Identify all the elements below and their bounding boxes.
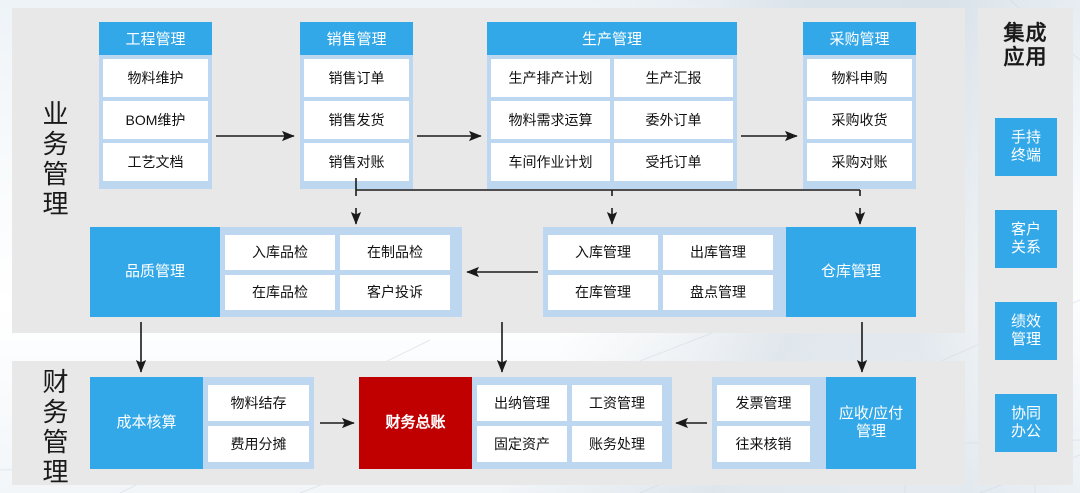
module-accounting[interactable]: 出纳管理 工资管理 固定资产 账务处理 [472, 377, 672, 469]
chip-bom-maintenance[interactable]: BOM维护 [103, 101, 208, 139]
chip-sales-reconciliation[interactable]: 销售对账 [304, 143, 409, 181]
module-engineering[interactable]: 工程管理 物料维护 BOM维护 工艺文档 [99, 22, 212, 189]
chip-process-document[interactable]: 工艺文档 [103, 143, 208, 181]
module-warehouse[interactable]: 入库管理 出库管理 在库管理 盘点管理 仓库管理 [543, 227, 916, 317]
chip-stock-inspection[interactable]: 在库品检 [225, 274, 335, 310]
chip-material-requisition[interactable]: 物料申购 [807, 59, 912, 97]
chip-cost-allocation[interactable]: 费用分摊 [208, 425, 309, 462]
sidebar-title: 集成 应用 [978, 22, 1073, 70]
chip-inventory-count[interactable]: 盘点管理 [663, 274, 773, 310]
module-general-ledger[interactable]: 财务总账 [359, 377, 472, 469]
module-cost-accounting[interactable]: 成本核算 物料结存 费用分摊 [90, 377, 314, 469]
module-quality-label: 品质管理 [90, 227, 220, 317]
chip-stock-management[interactable]: 在库管理 [548, 274, 658, 310]
chip-fixed-assets[interactable]: 固定资产 [477, 425, 567, 462]
chip-sales-order[interactable]: 销售订单 [304, 59, 409, 97]
sidebar-item-label: 客户 [1010, 221, 1041, 239]
chip-purchase-receipt[interactable]: 采购收货 [807, 101, 912, 139]
module-purchasing-header: 采购管理 [803, 22, 916, 55]
chip-purchase-reconciliation[interactable]: 采购对账 [807, 143, 912, 181]
sidebar-item-label: 管理 [1010, 331, 1041, 348]
sidebar-item-label: 办公 [1010, 423, 1041, 440]
sidebar-item-crm[interactable]: 客户关系 [995, 210, 1057, 268]
module-sales[interactable]: 销售管理 销售订单 销售发货 销售对账 [300, 22, 413, 189]
chip-customer-complaint[interactable]: 客户投诉 [340, 274, 450, 310]
module-quality-items: 入库品检 在制品检 在库品检 客户投诉 [220, 227, 462, 317]
chip-mrp[interactable]: 物料需求运算 [491, 101, 610, 139]
chip-material-maintenance[interactable]: 物料维护 [103, 59, 208, 97]
module-engineering-header: 工程管理 [99, 22, 212, 55]
module-accounting-items: 出纳管理 工资管理 固定资产 账务处理 [472, 377, 672, 469]
chip-outsourcing-order[interactable]: 委外订单 [614, 101, 733, 139]
chip-sales-delivery[interactable]: 销售发货 [304, 101, 409, 139]
sidebar-item-label: 协同 [1010, 405, 1041, 423]
chip-production-report[interactable]: 生产汇报 [614, 59, 733, 97]
sidebar-item-label: 手持 [1010, 129, 1041, 147]
module-cost-items: 物料结存 费用分摊 [203, 377, 314, 469]
module-quality[interactable]: 品质管理 入库品检 在制品检 在库品检 客户投诉 [90, 227, 462, 317]
module-production[interactable]: 生产管理 生产排产计划 生产汇报 物料需求运算 委外订单 车间作业计划 受托订单 [487, 22, 737, 189]
chip-workshop-plan[interactable]: 车间作业计划 [491, 143, 610, 181]
chip-outbound-management[interactable]: 出库管理 [663, 234, 773, 270]
chip-account-processing[interactable]: 账务处理 [572, 425, 662, 462]
chip-entrusted-order[interactable]: 受托订单 [614, 143, 733, 181]
chip-settlement-writeoff[interactable]: 往来核销 [717, 425, 810, 462]
module-production-body: 生产排产计划 生产汇报 物料需求运算 委外订单 车间作业计划 受托订单 [487, 55, 737, 189]
rail-label-finance: 财务管理 [39, 368, 70, 488]
module-production-header: 生产管理 [487, 22, 737, 55]
module-receivable-label-line1: 应收/应付 [838, 405, 904, 423]
chip-cashier-management[interactable]: 出纳管理 [477, 384, 567, 421]
sidebar-item-label: 绩效 [1010, 313, 1041, 331]
module-warehouse-label: 仓库管理 [786, 227, 916, 317]
chip-wip-inspection[interactable]: 在制品检 [340, 234, 450, 270]
module-warehouse-items: 入库管理 出库管理 在库管理 盘点管理 [543, 227, 786, 317]
sidebar-item-performance[interactable]: 绩效管理 [995, 302, 1057, 360]
chip-material-balance[interactable]: 物料结存 [208, 384, 309, 421]
sidebar-item-handheld[interactable]: 手持终端 [995, 118, 1057, 176]
module-purchasing[interactable]: 采购管理 物料申购 采购收货 采购对账 [803, 22, 916, 189]
module-sales-body: 销售订单 销售发货 销售对账 [300, 55, 413, 189]
sidebar-title-line1: 集成 [1003, 22, 1048, 45]
module-receivable-items: 发票管理 往来核销 [712, 377, 826, 469]
rail-label-business: 业务管理 [39, 100, 70, 220]
module-receivable-label: 应收/应付 管理 [826, 377, 916, 469]
sidebar-title-line2: 应用 [1003, 46, 1048, 70]
chip-inbound-inspection[interactable]: 入库品检 [225, 234, 335, 270]
module-receivable-payable[interactable]: 发票管理 往来核销 应收/应付 管理 [712, 377, 916, 469]
chip-production-schedule[interactable]: 生产排产计划 [491, 59, 610, 97]
sidebar-item-label: 终端 [1010, 147, 1041, 164]
module-cost-label: 成本核算 [90, 377, 203, 469]
module-receivable-label-line2: 管理 [855, 423, 886, 440]
chip-inbound-management[interactable]: 入库管理 [548, 234, 658, 270]
module-purchasing-body: 物料申购 采购收货 采购对账 [803, 55, 916, 189]
module-general-ledger-label: 财务总账 [359, 377, 472, 469]
chip-payroll-management[interactable]: 工资管理 [572, 384, 662, 421]
sidebar-item-label: 关系 [1010, 239, 1041, 256]
module-engineering-body: 物料维护 BOM维护 工艺文档 [99, 55, 212, 189]
sidebar-item-oa[interactable]: 协同办公 [995, 394, 1057, 452]
module-sales-header: 销售管理 [300, 22, 413, 55]
chip-invoice-management[interactable]: 发票管理 [717, 384, 810, 421]
